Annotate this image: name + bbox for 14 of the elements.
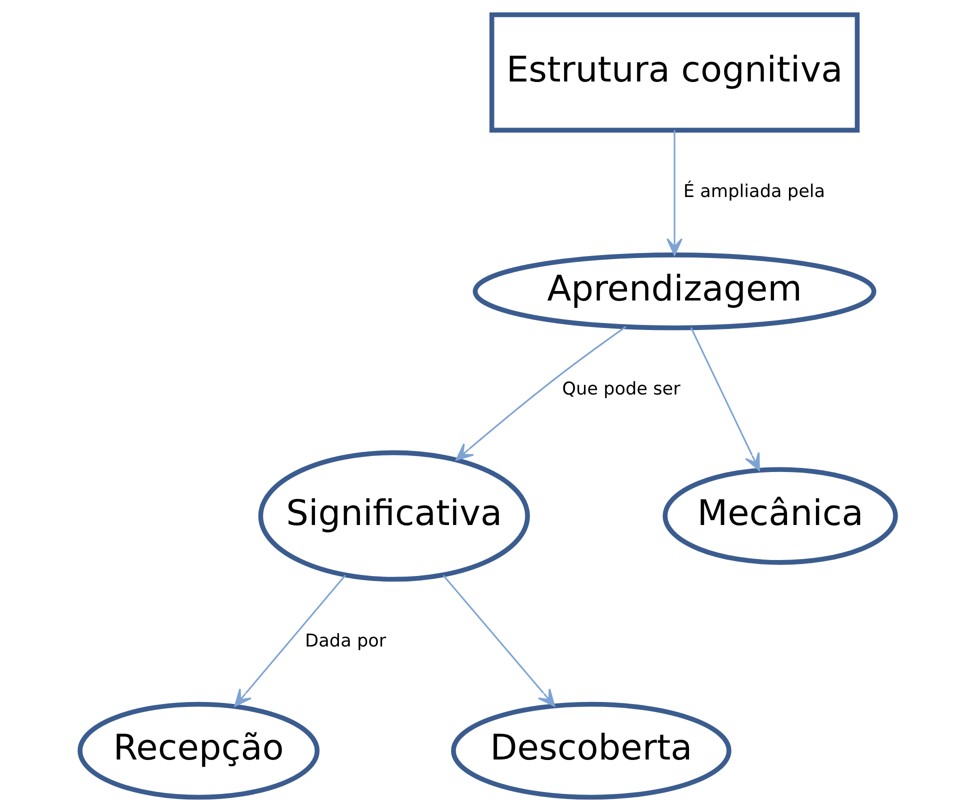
node-ellipse: Recepção xyxy=(78,702,320,800)
arrow xyxy=(442,574,556,707)
node-ellipse: Aprendizagem xyxy=(472,252,876,330)
node-ellipse: Descoberta xyxy=(451,702,732,800)
node-box: Estrutura cognitiva xyxy=(489,12,860,133)
arrow xyxy=(456,326,626,461)
arrow xyxy=(666,130,683,256)
node-ellipse: Mecânica xyxy=(662,467,898,565)
arrow xyxy=(234,574,346,707)
edge-label: Dada por xyxy=(305,631,386,652)
arrow xyxy=(690,327,760,471)
edge-label: É ampliada pela xyxy=(683,182,826,202)
node-ellipse: Significativa xyxy=(258,450,530,582)
edge-label: Que pode ser xyxy=(562,380,680,400)
